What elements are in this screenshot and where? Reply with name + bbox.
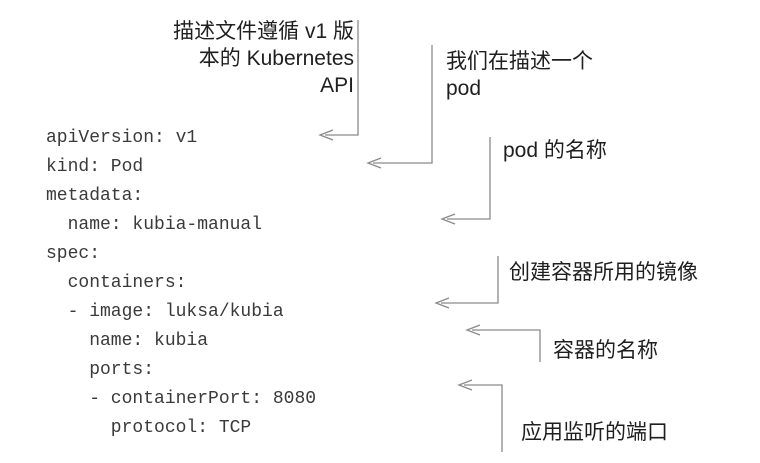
callout-container-name [472, 329, 541, 362]
code-line-kind: kind: Pod [46, 157, 144, 177]
code-line-protocol: protocol: TCP [46, 418, 252, 438]
arrowhead-api-version [318, 129, 334, 141]
callout-api-version [325, 20, 359, 136]
annotation-api-version-line2: 本的 Kubernetes [198, 47, 354, 70]
code-line-spec: spec: [46, 244, 101, 264]
callout-image [441, 256, 499, 304]
annotation-container-name: 容器的名称 [553, 339, 658, 362]
code-line-image: - image: luksa/kubia [46, 302, 284, 322]
code-line-metadata: metadata: [46, 186, 144, 206]
annotation-pod-name: pod 的名称 [503, 139, 607, 162]
annotation-port: 应用监听的端口 [521, 421, 668, 444]
arrowhead-kind [366, 157, 382, 169]
code-line-ports: ports: [46, 360, 155, 380]
code-line-containers: containers: [46, 273, 187, 293]
annotation-kind-line1: 我们在描述一个 [446, 50, 593, 73]
callout-kind [373, 45, 433, 164]
arrowhead-pod-name [440, 213, 456, 225]
arrowhead-image [434, 297, 450, 309]
annotation-kind-line2: pod [446, 77, 482, 100]
arrowhead-container-name [465, 324, 481, 336]
code-line-container-port: - containerPort: 8080 [46, 389, 317, 409]
arrowhead-port [457, 379, 473, 391]
code-line-name: name: kubia-manual [46, 215, 263, 235]
code-line-container-name: name: kubia [46, 331, 209, 351]
annotation-api-version-line1: 描述文件遵循 v1 版 [173, 20, 354, 43]
code-line-api-version: apiVersion: v1 [46, 128, 198, 148]
callout-port [464, 384, 503, 452]
annotation-image: 创建容器所用的镜像 [509, 261, 698, 284]
annotation-api-version-line3: API [320, 74, 354, 97]
callout-pod-name [447, 137, 491, 220]
